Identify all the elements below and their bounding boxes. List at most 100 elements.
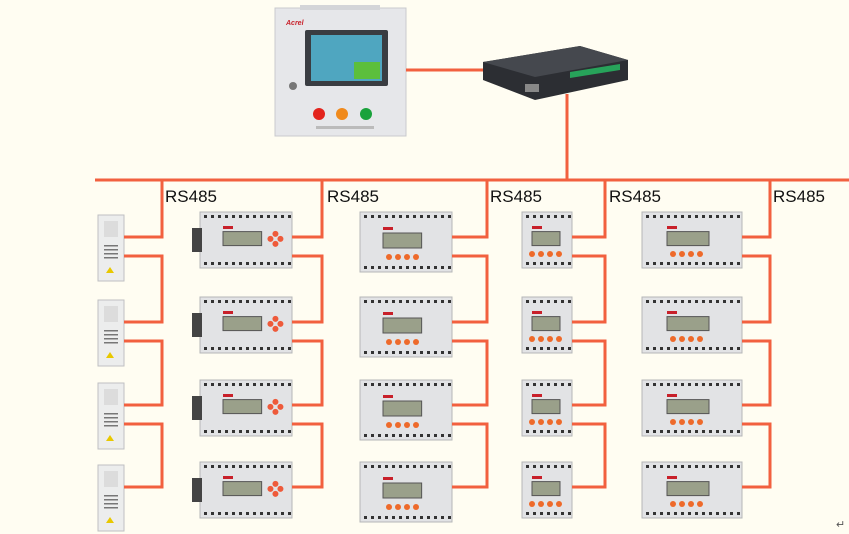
bus-label-5: RS485: [773, 187, 825, 206]
din-connector: [192, 396, 202, 420]
daisy-chain-link: [292, 254, 324, 324]
device-1: [97, 214, 125, 282]
device-2: [521, 296, 573, 354]
brand-mark: [532, 226, 542, 229]
device-4: [359, 461, 453, 523]
button: [413, 504, 419, 510]
button: [404, 339, 410, 345]
button: [267, 403, 274, 410]
button: [679, 501, 685, 507]
lcd-display: [531, 231, 561, 247]
device-3: [97, 382, 125, 450]
daisy-chain-link: [742, 339, 772, 407]
button: [679, 251, 685, 257]
device-1: [521, 211, 573, 269]
brand-mark: [383, 227, 393, 230]
lcd-display: [382, 482, 423, 499]
button: [556, 419, 562, 425]
button: [679, 336, 685, 342]
button: [404, 254, 410, 260]
daisy-chain-link: [292, 339, 324, 407]
button: [404, 422, 410, 428]
button: [547, 251, 553, 257]
lcd-display: [222, 316, 263, 332]
din-connector: [192, 478, 202, 502]
device-1: [192, 211, 293, 269]
lcd-display: [222, 481, 263, 497]
indicator-light-3: [360, 108, 372, 120]
button: [267, 235, 274, 242]
daisy-chain-link: [124, 422, 164, 489]
brand-mark: [667, 394, 677, 397]
rs485-drop-2: [292, 180, 324, 239]
button: [670, 419, 676, 425]
device-2: [359, 296, 453, 358]
device-3: [359, 379, 453, 441]
cabinet-top: [300, 5, 380, 10]
button: [395, 422, 401, 428]
daisy-chain-link: [292, 422, 324, 489]
button: [556, 501, 562, 507]
daisy-chain-link: [572, 422, 607, 489]
lock-icon: [289, 82, 297, 90]
daisy-chain-link: [572, 339, 607, 407]
button: [556, 251, 562, 257]
button: [556, 336, 562, 342]
rs485-drop-5: [742, 180, 772, 239]
button: [277, 320, 284, 327]
button: [272, 490, 279, 497]
button: [538, 419, 544, 425]
device-3: [521, 379, 573, 437]
daisy-chain-link: [572, 254, 607, 324]
device-4: [521, 461, 573, 519]
button: [272, 480, 279, 487]
brand-mark: [667, 311, 677, 314]
button: [272, 398, 279, 405]
daisy-chain-link: [452, 339, 489, 407]
button: [529, 419, 535, 425]
button: [529, 336, 535, 342]
din-connector: [192, 313, 202, 337]
button: [697, 419, 703, 425]
device-3: [641, 379, 743, 437]
device-2: [97, 299, 125, 367]
button: [538, 336, 544, 342]
rs485-drop-3: [452, 180, 489, 239]
button: [670, 336, 676, 342]
meter-body: [199, 211, 293, 269]
button: [529, 251, 535, 257]
button: [688, 419, 694, 425]
button: [277, 235, 284, 242]
bus-label-3: RS485: [490, 187, 542, 206]
brand-mark: [223, 226, 233, 229]
device-1: [641, 211, 743, 269]
brand-mark: [532, 476, 542, 479]
bus-label-2: RS485: [327, 187, 379, 206]
button: [272, 240, 279, 247]
device-4: [641, 461, 743, 519]
lcd-display: [531, 399, 561, 415]
return-mark: ↵: [836, 519, 846, 531]
monitor-cabinet: Acrel: [274, 5, 407, 137]
bus-label-1: RS485: [165, 187, 217, 206]
button: [272, 325, 279, 332]
brand-mark: [667, 476, 677, 479]
button: [670, 501, 676, 507]
device-4: [97, 464, 125, 532]
daisy-chain-link: [452, 254, 489, 324]
lcd-display: [666, 481, 710, 497]
button: [267, 485, 274, 492]
lcd-display: [666, 399, 710, 415]
daisy-chain-link: [742, 254, 772, 324]
button: [538, 501, 544, 507]
button: [697, 501, 703, 507]
lcd-display: [666, 231, 710, 247]
button: [679, 419, 685, 425]
button: [272, 230, 279, 237]
brand-mark: [223, 476, 233, 479]
button: [395, 504, 401, 510]
brand-mark: [223, 311, 233, 314]
acrel-logo: Acrel: [285, 20, 305, 27]
